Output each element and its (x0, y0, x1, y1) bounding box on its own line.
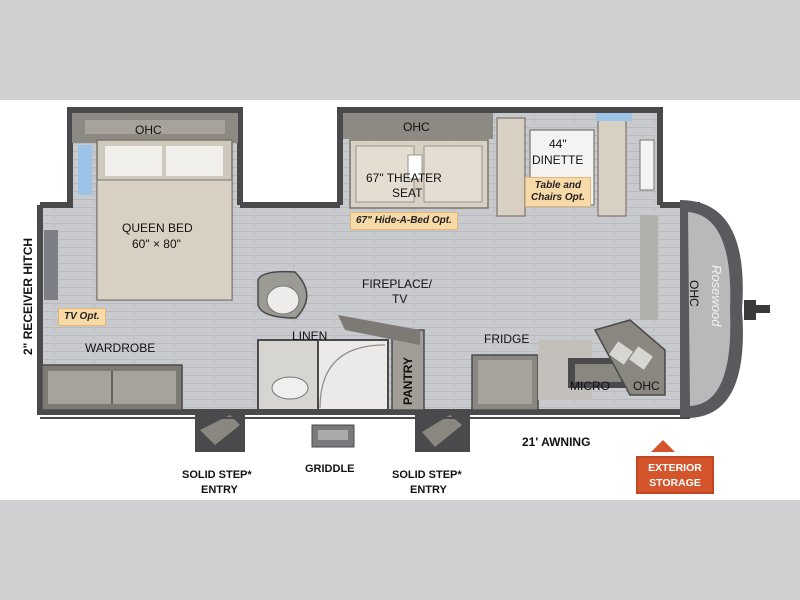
brand-logo: Rosewood (709, 265, 724, 327)
tv-option-tag: TV Opt. (58, 308, 106, 326)
queen-bed-size: 60" × 80" (132, 237, 181, 251)
front-cabinet (640, 215, 658, 320)
front-cap (680, 200, 770, 418)
step-entry-2-label-b: ENTRY (410, 484, 448, 496)
slide-ohc (343, 113, 493, 139)
ohc-bedroom-label: OHC (135, 123, 162, 137)
pantry-label: PANTRY (401, 357, 415, 405)
step-entry-2-label-a: SOLID STEP* (392, 469, 462, 481)
fireplace-label-1: FIREPLACE/ (362, 277, 433, 291)
dinette-size: 44" (549, 137, 567, 151)
table-chairs-line-1: Table and (534, 180, 582, 191)
awning-label: 21' AWNING (522, 435, 590, 449)
slide-window (639, 139, 655, 191)
receiver-hitch-label: 2" RECEIVER HITCH (21, 238, 35, 355)
griddle (311, 424, 355, 448)
dinette-label: DINETTE (532, 153, 583, 167)
theater-seat (349, 139, 489, 209)
bedroom-ohc (72, 113, 238, 143)
rear-window (44, 230, 58, 300)
theater-seat-label-1: 67" THEATER (366, 171, 442, 185)
exterior-storage-line-2: STORAGE (649, 477, 701, 489)
queen-bed-label: QUEEN BED (122, 221, 193, 235)
pantry (338, 315, 425, 411)
griddle-label: GRIDDLE (305, 463, 355, 475)
queen-bed (96, 139, 233, 301)
exterior-walls (37, 107, 700, 415)
step-entry-1-label-b: ENTRY (201, 484, 239, 496)
table-chairs-line-2: Chairs Opt. (531, 192, 585, 203)
exterior-storage-arrow (651, 440, 675, 452)
hide-a-bed-option-tag: 67" Hide-A-Bed Opt. (350, 212, 458, 230)
exterior-storage-badge: EXTERIOR STORAGE (636, 456, 714, 494)
fridge-label: FRIDGE (484, 332, 529, 346)
ohc-slide-label: OHC (403, 120, 430, 134)
wardrobe-label: WARDROBE (85, 341, 155, 355)
exterior-storage-line-1: EXTERIOR (648, 462, 702, 474)
step-entry-1-label-a: SOLID STEP* (182, 469, 252, 481)
top-band (0, 0, 800, 100)
bathroom (257, 270, 389, 411)
kitchen (471, 319, 666, 411)
wardrobe (41, 364, 183, 411)
fireplace-label-2: TV (392, 292, 407, 306)
ohc-front-label: OHC (687, 280, 701, 307)
bottom-band (0, 500, 800, 600)
table-chairs-option-tag: Table and Chairs Opt. (525, 177, 591, 207)
ohc-kitchen-label: OHC (633, 379, 660, 393)
bedroom-window (78, 145, 92, 195)
micro-label: MICRO (570, 379, 610, 393)
linen-label: LINEN (292, 329, 327, 343)
theater-seat-label-2: SEAT (392, 186, 423, 200)
